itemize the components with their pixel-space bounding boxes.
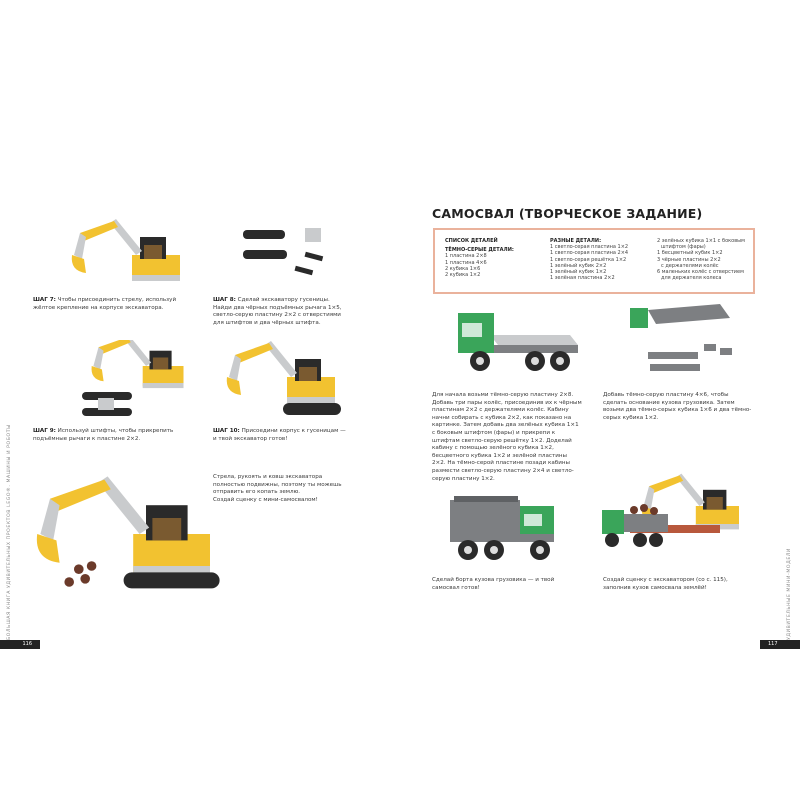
right-page-number: 117 [760,640,800,649]
part-item: 1 пластина 4×6 [445,259,487,266]
part-item: 3 чёрные пластины 2×2 [657,256,721,263]
paragraph-step2: Добавь тёмно-серую пластину 4×6, чтобы с… [603,392,752,421]
excavator-caption: Стрела, рукоять и ковш экскаватора полно… [213,474,353,504]
caption-line: полностью подвижны, поэтому ты можешь [213,481,342,488]
step10-image [226,341,341,415]
misc-heading: РАЗНЫЕ ДЕТАЛИ: [550,238,602,244]
part-item: 1 бесцветный кубик 1×2 [657,250,723,257]
part-item: штифтом (фары) [661,244,706,251]
part-item: для держателя колеса [661,275,722,282]
truck-chassis-image [458,313,578,371]
part-item: 1 зелёный кубик 2×2 [550,262,607,269]
step-label: ШАГ 8: [213,297,236,303]
caption-line: Создай сценку с мини-самосвалом! [213,496,318,503]
step-body: Сделай экскаватору гусеницы. Найди два ч… [213,297,342,326]
parts-list-box: СПИСОК ДЕТАЛЕЙ ТЁМНО-СЕРЫЕ ДЕТАЛИ: 1 пла… [433,228,755,294]
step-label: ШАГ 9: [33,428,56,434]
step-label: ШАГ 10: [213,428,240,434]
paragraph-step4: Создай сценку с экскаватором (со с. 115)… [603,577,728,591]
caption-line: Стрела, рукоять и ковш экскаватора [213,474,323,480]
step9-text: ШАГ 9: Используй штифты, чтобы прикрепит… [33,428,188,443]
part-item: 2 кубика 1×6 [445,265,481,272]
step7-image [71,219,180,281]
step-body: Чтобы присоединить стрелу, используй жёл… [33,297,177,311]
finished-excavator-image [36,476,220,589]
finished-dump-truck-image [450,496,554,560]
scene-image [602,473,739,547]
parts-heading: СПИСОК ДЕТАЛЕЙ [445,238,498,244]
step-label: ШАГ 7: [33,297,56,303]
part-item: 1 светло-серая пластина 1×2 [550,244,629,251]
step7-text: ШАГ 7: Чтобы присоединить стрелу, исполь… [33,297,198,312]
step9-image [82,340,184,416]
part-item: 2 кубика 1×2 [445,272,481,279]
part-item: с держателями колёс [661,262,719,269]
step8-text: ШАГ 8: Сделай экскаватору гусеницы. Найд… [213,297,348,327]
page-title: САМОСВАЛ (ТВОРЧЕСКОЕ ЗАДАНИЕ) [432,206,703,221]
part-item: 1 зелёная пластина 2×2 [550,275,615,282]
part-item: 6 маленьких колёс с отверстием [657,269,744,276]
truck-bed-parts-image [630,304,732,371]
paragraph-step1: Для начала возьми тёмно-серую пластину 2… [432,392,582,482]
step10-text: ШАГ 10: Присоедини корпус к гусеницам — … [213,428,348,443]
left-page-number: 116 [0,640,40,649]
part-item: 2 зелёных кубика 1×1 с боковым [657,238,745,244]
step8-image [243,228,324,276]
part-item: 1 пластина 2×8 [445,253,487,260]
left-running-head: БОЛЬШАЯ КНИГА УДИВИТЕЛЬНЫХ ПРОЕКТОВ LEGO… [7,424,12,640]
part-item: 1 светло-серая решётка 1×2 [550,256,627,263]
step-body: Присоедини корпус к гусеницам — и твой э… [213,428,346,442]
part-item: 1 светло-серая пластина 2×4 [550,250,629,257]
step-body: Используй штифты, чтобы прикрепить подъё… [33,428,174,442]
caption-line: отправить его копать землю. [213,489,301,496]
dark-grey-heading: ТЁМНО-СЕРЫЕ ДЕТАЛИ: [445,247,514,254]
paragraph-step3: Сделай борта кузова грузовика — и твой с… [432,577,555,591]
right-running-head: УДИВИТЕЛЬНЫЕ МИНИ-МОДЕЛИ [787,548,792,640]
part-item: 1 зелёный кубик 1×2 [550,269,607,276]
